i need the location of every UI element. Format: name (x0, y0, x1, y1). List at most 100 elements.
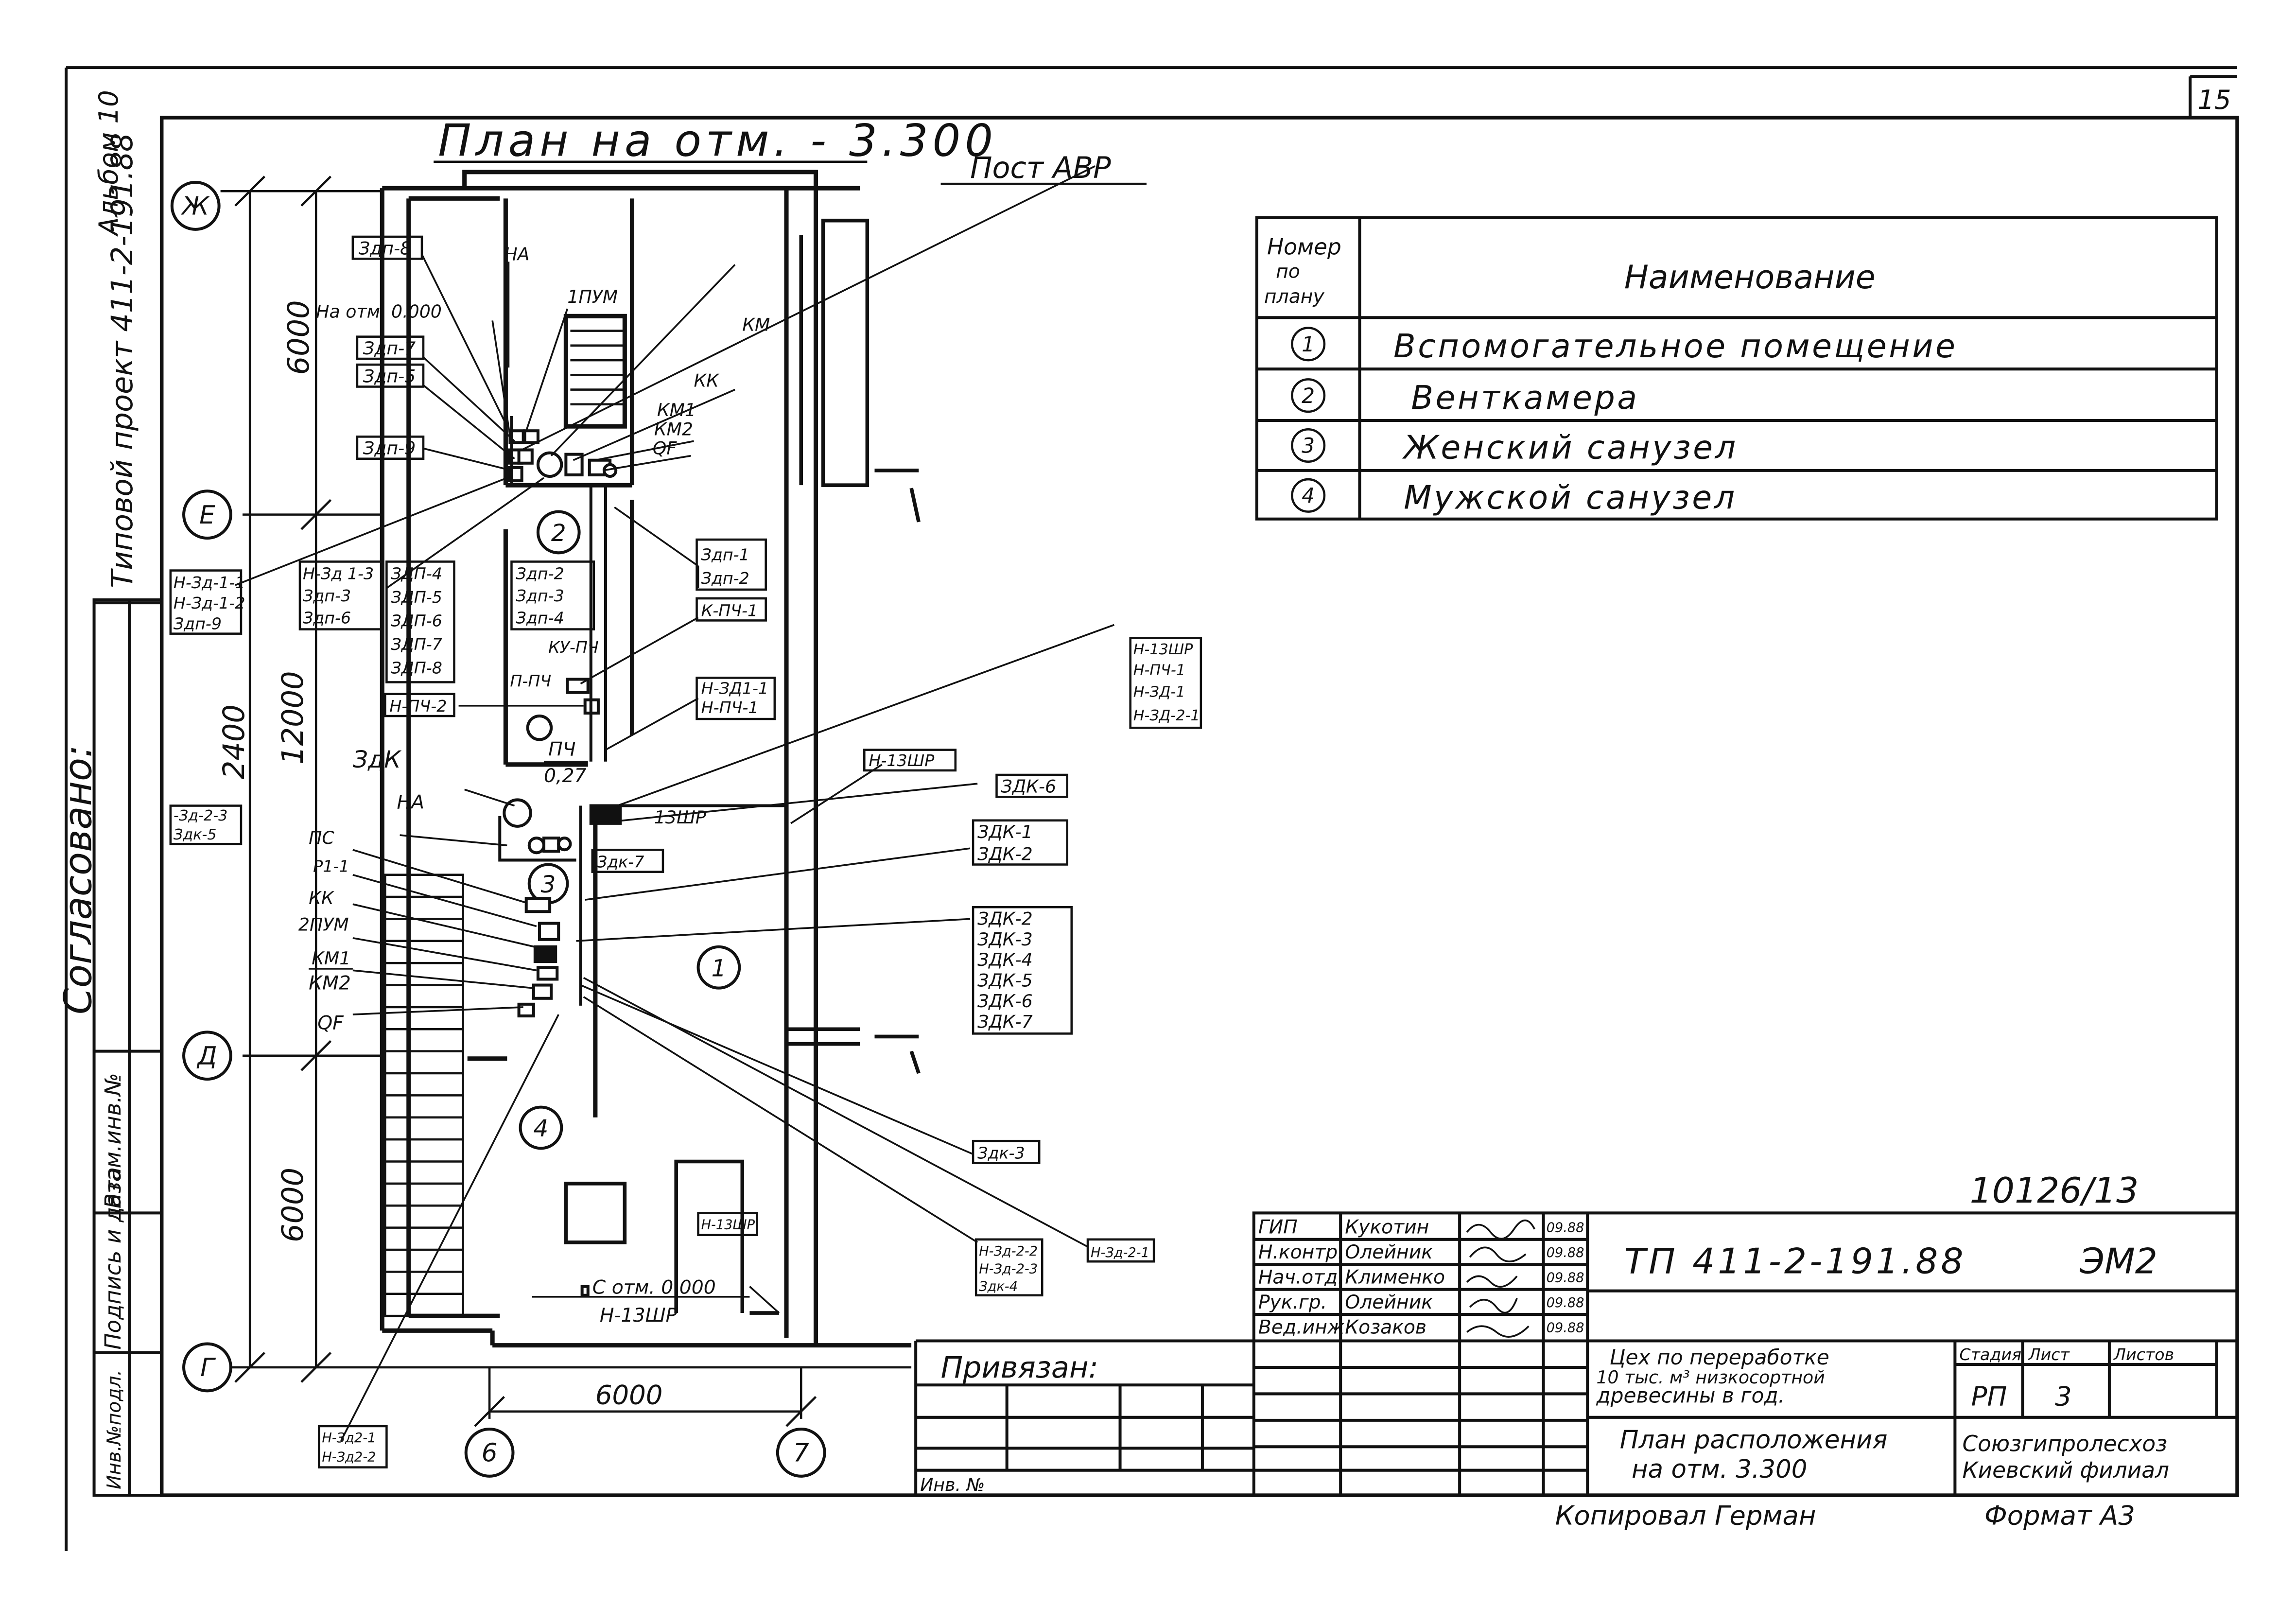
table-row-2-num: 2 (1302, 384, 1315, 408)
axis-d: Д (196, 1042, 217, 1071)
lbl-n13shr-c: Н-13ШР (701, 1218, 755, 1233)
lbl-zdk4: ЗДК-4 (977, 949, 1033, 970)
dimension-lines (220, 175, 912, 1427)
lbl-na-top: НА (504, 244, 529, 264)
axis-zh-bubble (170, 181, 221, 231)
lbl-zdp4: Здп-4 (516, 608, 564, 627)
name-4: Олейник (1345, 1292, 1433, 1313)
table-row-3-name: Женский санузел (1402, 429, 1738, 467)
lbl-zdp5: Здп-5 (363, 366, 416, 386)
name-5: Козаков (1345, 1316, 1426, 1338)
lbl-zdp6a: Здп-6 (303, 608, 351, 627)
agreed-label: Согласовано: (56, 745, 101, 1014)
role-5: Вед.инж. (1258, 1316, 1351, 1338)
lbl-zdp7b: ЗДП-7 (391, 635, 442, 654)
lbl-zdk6-top: ЗДК-6 (1001, 776, 1057, 797)
lbl-n-zd1-3: Н-Зд 1-3 (303, 564, 374, 583)
axis-e-bubble (182, 489, 232, 540)
project-code: ТП 411-2-191.88 (1624, 1241, 1966, 1282)
lbl-qf-mid: QF (317, 1012, 344, 1034)
axis-g-bubble (182, 1342, 232, 1393)
lbl-n-zd2-1: Н-ЗД-2-1 (1133, 707, 1200, 724)
lbl-n-pch1: Н-ПЧ-1 (701, 698, 759, 717)
h-stage: Стадия (1959, 1345, 2021, 1364)
lbl-zdp8b: ЗДП-8 (391, 658, 442, 677)
lbl-zdp1r: Здп-1 (701, 545, 749, 564)
label-boxes (169, 235, 1202, 1468)
table-row-2-name: Венткамера (1411, 379, 1639, 417)
inner-frame (159, 116, 2239, 1497)
stairs (384, 330, 625, 1317)
h-sheets: Листов (2113, 1345, 2174, 1364)
lbl-ps: ПС (309, 827, 334, 848)
lbl-zdk6b: ЗДК-6 (977, 991, 1033, 1012)
lbl-zdp4b: ЗДП-4 (391, 564, 442, 583)
lbl-na-mid: НА (397, 792, 424, 814)
sheet-number: 15 (2197, 84, 2231, 115)
lbl-zdp3a: Здп-3 (303, 586, 351, 605)
lbl-n13shr-b: Н-13ШР (869, 751, 934, 770)
copied-by: Копировал Герман (1555, 1500, 1816, 1531)
lbl-r1-1: Р1-1 (313, 857, 349, 876)
lbl-zdp9: Здп-9 (363, 438, 416, 459)
sheet-title-1: План расположения (1620, 1425, 1888, 1454)
lbl-n-zd1-1b: Н-ЗД-1 (1133, 684, 1185, 701)
name-2: Олейник (1345, 1241, 1433, 1263)
dim-2400: 2400 (217, 704, 251, 779)
table-row-1-num: 1 (1302, 332, 1315, 356)
lbl-zdp2r: Здп-2 (701, 569, 749, 588)
stage-value: РП (1971, 1381, 2007, 1412)
object-name-3: древесины в год. (1596, 1384, 1785, 1408)
lbl-zdp2: Здп-2 (516, 564, 564, 583)
date-2: 09.88 (1547, 1245, 1584, 1260)
lbl-zdp9b: Здп-9 (174, 614, 222, 633)
lbl-n-zd2-2c: Н-Зд2-2 (322, 1450, 376, 1465)
lbl-ku-pch: КУ-ПЧ (548, 638, 599, 657)
lbl-n13shr-d: Н-13ШР (600, 1305, 678, 1327)
axis-7-bubble (776, 1427, 826, 1478)
date-3: 09.88 (1547, 1271, 1584, 1286)
object-name-1: Цех по переработке (1610, 1345, 1829, 1369)
table-header-num-3: плану (1264, 286, 1325, 308)
lbl-zdk3s: Здк-3 (977, 1143, 1025, 1162)
sheet-title-2: на отм. 3.300 (1632, 1455, 1807, 1484)
lbl-zdk5b: ЗДК-5 (977, 970, 1033, 991)
lbl-zdp8: Здп-8 (359, 238, 411, 259)
table-row-1-name: Вспомогательное помещение (1393, 327, 1957, 365)
room-2-num: 2 (551, 520, 566, 547)
room-4-marker (519, 1105, 563, 1150)
lbl-kk-top: КК (694, 370, 720, 391)
lbl-n-zd2-1b: Н-Зд-2-1 (1091, 1245, 1149, 1260)
lbl-n13shr-a: Н-13ШР (1133, 641, 1193, 658)
date-1: 09.88 (1547, 1221, 1584, 1236)
title-block: ГИП Н.контр. Нач.отд. Рук.гр. Вед.инж. К… (914, 1211, 2239, 1531)
plan-title: План на отм. - 3.300 (438, 116, 997, 167)
dim-6000-horizontal: 6000 (595, 1380, 663, 1411)
dim-6000-bottom: 6000 (276, 1168, 310, 1242)
dim-12000: 12000 (276, 671, 310, 764)
lbl-n-zd2-3: Н-Зд-2-3 (979, 1261, 1038, 1276)
object-name-2: 10 тыс. м³ низкосортной (1596, 1367, 1825, 1388)
room-2-marker (536, 510, 581, 555)
lbl-n-zd1-2: Н-Зд-1-2 (174, 594, 245, 612)
role-1: ГИП (1258, 1217, 1298, 1239)
inv-no-label: Инв. № (920, 1474, 985, 1495)
room-table: Номер по плану Наименование 1 2 3 4 Вспо… (1255, 216, 2218, 521)
building-walls (380, 170, 912, 1348)
lbl-zdk2b: ЗДК-2 (977, 908, 1033, 929)
format-label: Формат А3 (1984, 1500, 2135, 1531)
lbl-zd23: -Зд-2-3 (174, 807, 227, 824)
table-row-4-name: Мужской санузел (1404, 479, 1737, 517)
inv-sub-label: Инв.№подл. (104, 1370, 125, 1489)
role-2: Н.контр. (1258, 1241, 1344, 1263)
inv-replace-label: Взам.инв.№ (100, 1073, 126, 1208)
equipment (503, 429, 622, 1297)
room-3-num: 3 (541, 871, 556, 898)
room-1-num: 1 (712, 955, 727, 982)
lbl-qf-top: QF (653, 438, 678, 459)
table-row-4-num: 4 (1302, 484, 1315, 507)
table-header-num-1: Номер (1267, 234, 1341, 260)
lbl-km2-top: КМ2 (654, 419, 693, 439)
axis-6: 6 (482, 1439, 498, 1468)
lbl-k-pch1: К-ПЧ-1 (701, 601, 758, 620)
